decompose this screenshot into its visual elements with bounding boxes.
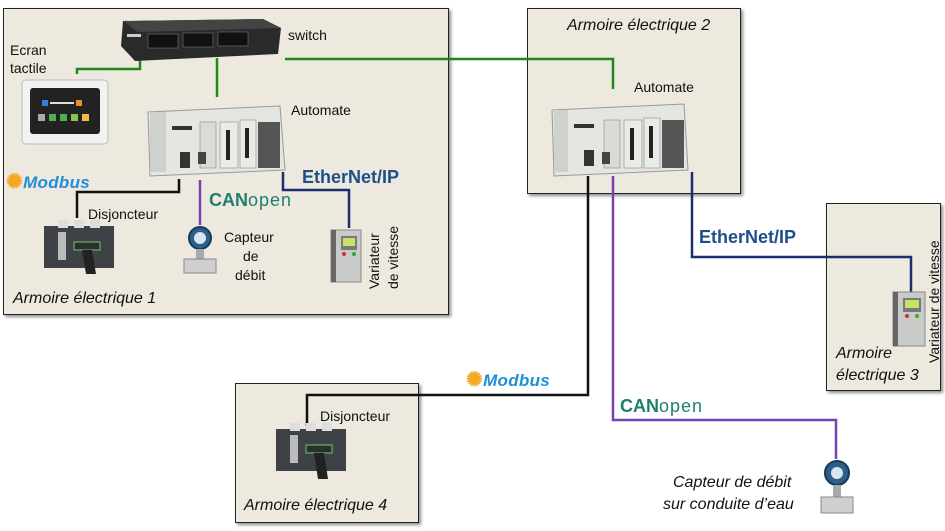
ethernetip-wire-variateur1 (281, 172, 351, 228)
circuit-breaker-1-icon (44, 220, 114, 274)
capteur-eau-label-1: Capteur de débit (673, 474, 792, 491)
speed-drive-1-icon (330, 229, 362, 283)
modbus-logo-armoire-1: ✺Modbus (6, 171, 91, 193)
ethernet-wire-screen-switch (75, 60, 142, 74)
modbus-logo-armoire-4: ✺Modbus (466, 369, 551, 391)
armoire-3-label-1: Armoire (836, 345, 893, 362)
capteur-1-label-3: débit (235, 267, 266, 283)
automate-1-label: Automate (291, 102, 351, 118)
armoire-4-label: Armoire électrique 4 (244, 497, 388, 514)
circuit-breaker-4-icon (276, 423, 346, 479)
network-switch-icon (121, 19, 281, 61)
canopen-logo-capteur-eau: CANopen (620, 396, 704, 416)
canopen-wire-capteur-eau (611, 176, 838, 459)
disjoncteur-1-label: Disjoncteur (88, 206, 159, 222)
capteur-1-label-2: de (243, 248, 259, 264)
variateur-3-label: Variateur de vitesse (926, 240, 942, 363)
variateur-1-label-1: Variateur (366, 233, 382, 289)
ecran-tactile-label-2: tactile (10, 60, 47, 76)
automate-2-label: Automate (634, 79, 694, 95)
ethernet-wire-switch-automate2 (285, 57, 615, 89)
ethernetip-wire-variateur3 (690, 172, 913, 292)
armoire-3-label-2: électrique 3 (836, 367, 919, 384)
modbus-flower-icon: ✺ (6, 171, 24, 193)
disjoncteur-4-label: Disjoncteur (320, 408, 391, 424)
capteur-1-label-1: Capteur (224, 229, 274, 245)
armoire-2-label: Armoire électrique 2 (567, 17, 711, 34)
canopen-logo-armoire-1: CANopen (209, 190, 293, 210)
ecran-tactile-label-1: Ecran (10, 42, 47, 58)
plc-automate-2-icon (551, 103, 689, 177)
modbus-wire-disjoncteur1 (75, 179, 181, 218)
plc-automate-1-icon (147, 105, 286, 177)
speed-drive-3-icon (892, 291, 926, 347)
ethernetip-logo-armoire-1: EtherNet/IP (302, 167, 400, 187)
modbus-flower-icon: ✺ (466, 369, 484, 391)
flow-sensor-water-pipe-icon (820, 460, 854, 514)
modbus-wire-disjoncteur4 (305, 176, 590, 426)
armoire-1-label: Armoire électrique 1 (13, 290, 157, 307)
capteur-eau-label-2: sur conduite d’eau (663, 496, 794, 513)
switch-label: switch (288, 27, 327, 43)
ethernetip-logo-armoire-3: EtherNet/IP (699, 227, 797, 247)
touch-screen-icon (21, 79, 109, 145)
flow-sensor-1-icon (183, 226, 217, 274)
variateur-1-label-2: de vitesse (385, 225, 401, 289)
